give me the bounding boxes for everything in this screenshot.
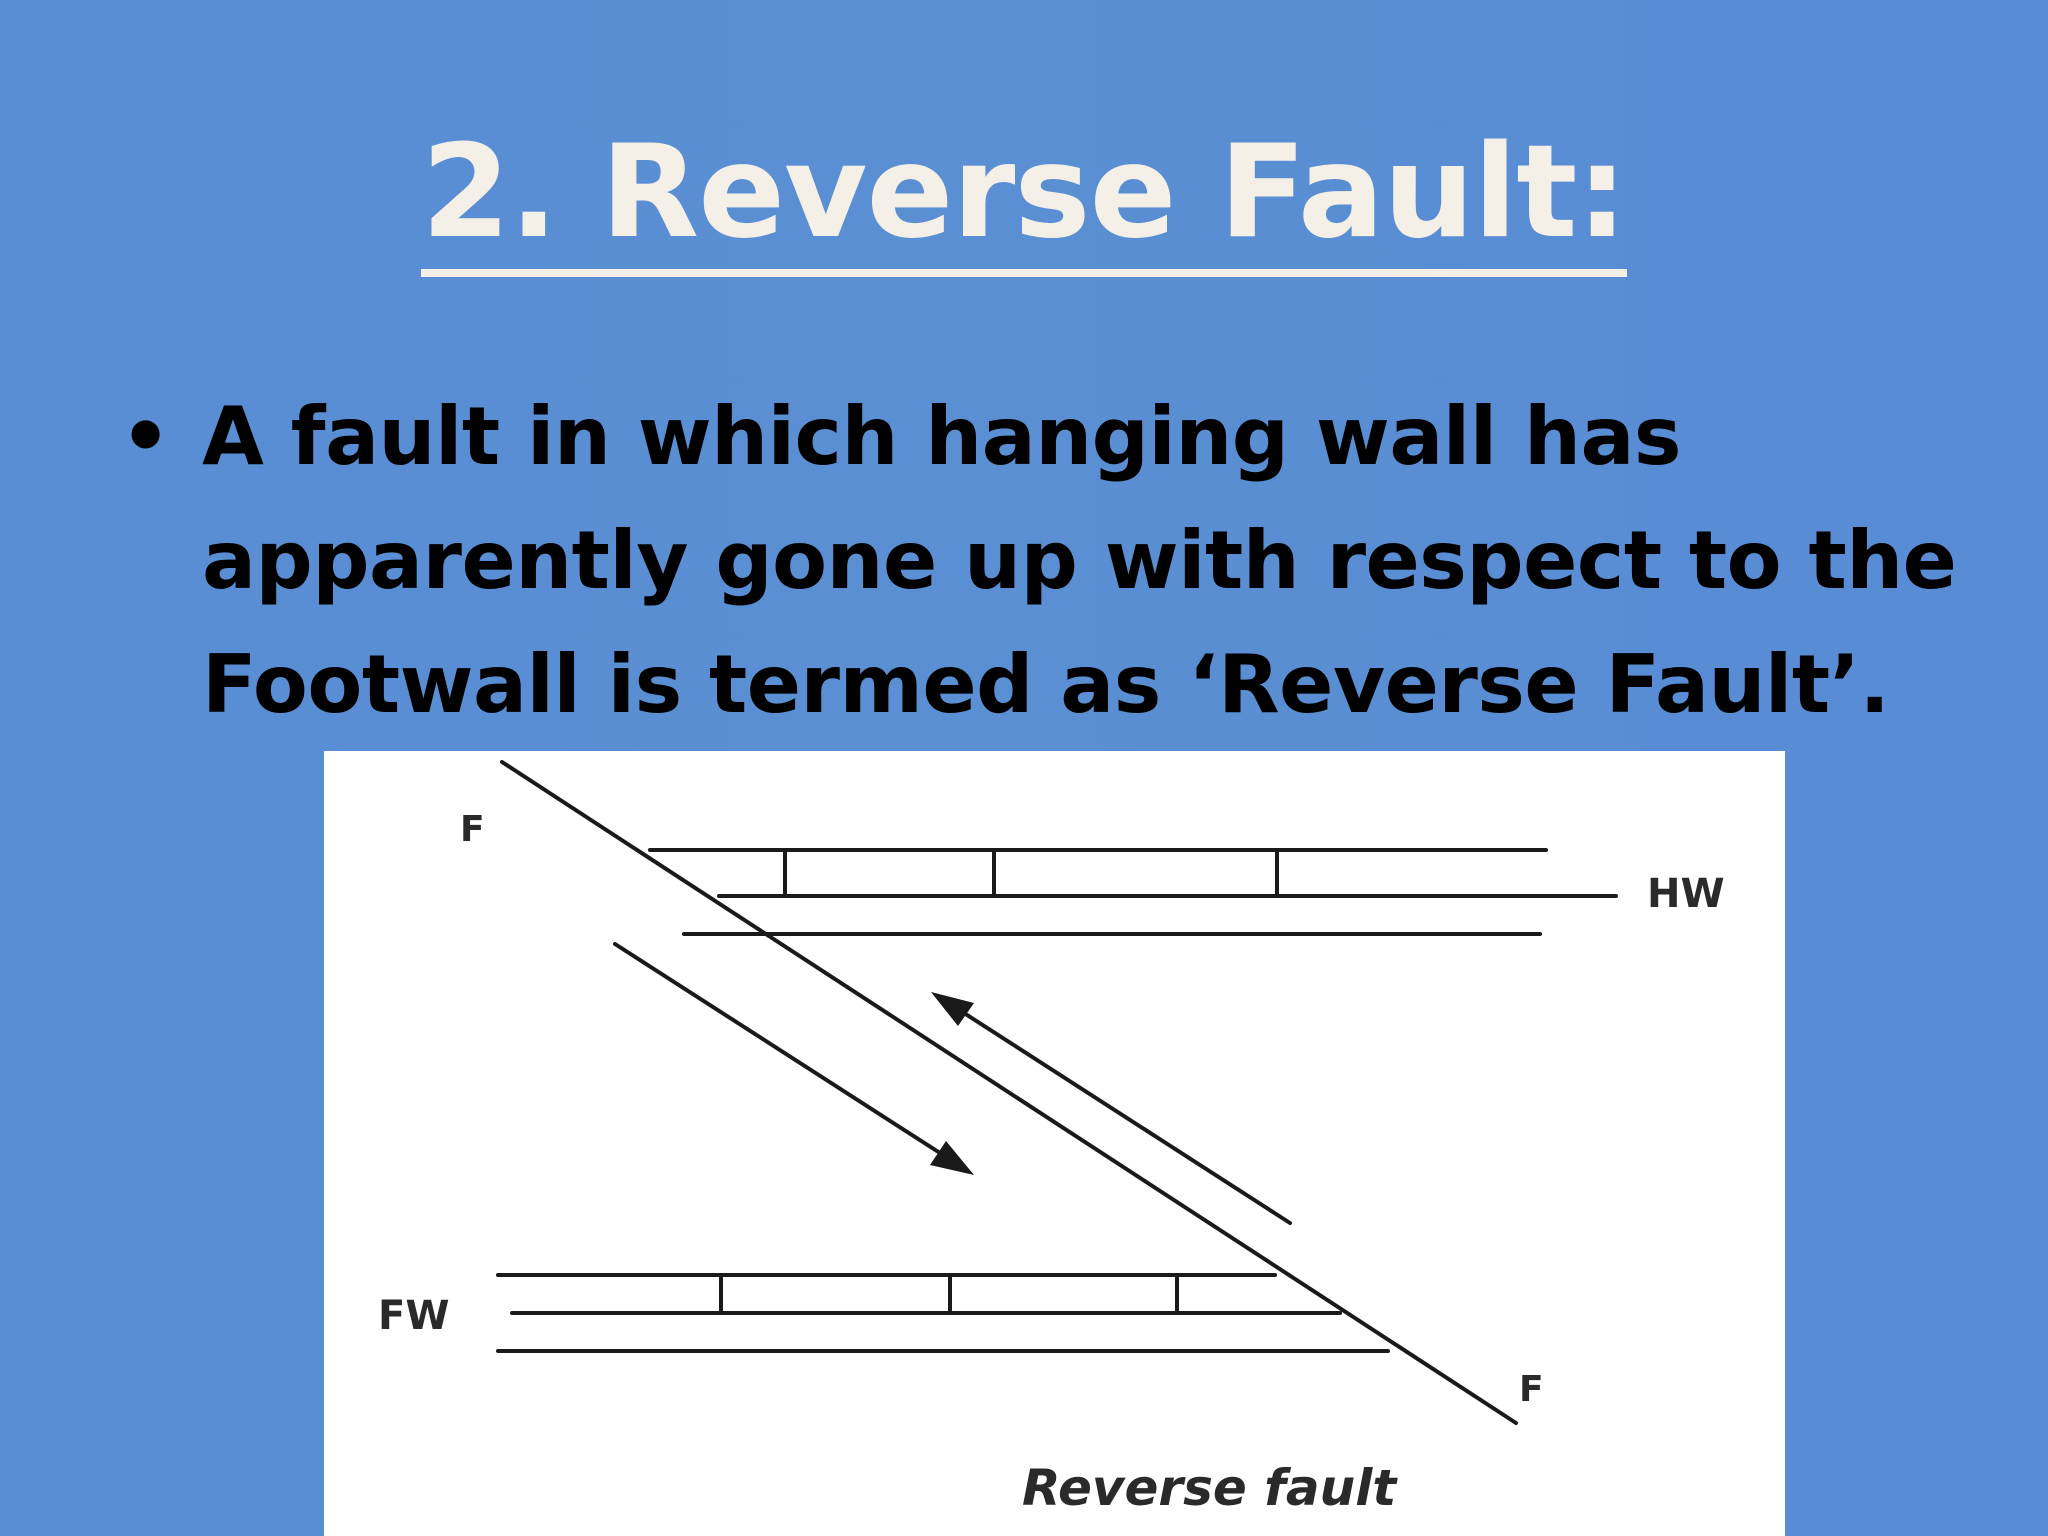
fault-label-bottom: F: [1519, 1369, 1544, 1410]
footwall-label: FW: [378, 1293, 449, 1339]
slide-title-text: 2. Reverse Fault:: [421, 118, 1628, 277]
arrow-down-shaft: [613, 942, 956, 1164]
arrow-up-head: [931, 992, 974, 1026]
arrow-up-shaft: [948, 1002, 1292, 1225]
bullet-list: • A fault in which hanging wall has appa…: [120, 375, 1960, 747]
bullet-marker: •: [120, 390, 171, 483]
hanging-wall-label: HW: [1647, 871, 1725, 917]
slide-title: 2. Reverse Fault:: [0, 118, 2048, 277]
fault-label-top: F: [460, 809, 485, 850]
reverse-fault-diagram: F HW FW F Reverse fault: [324, 751, 1785, 1536]
diagram-caption: Reverse fault: [1022, 1459, 1398, 1517]
bullet-item: • A fault in which hanging wall has appa…: [120, 375, 1960, 747]
arrow-down-head: [930, 1141, 974, 1175]
fault-plane: [500, 760, 1518, 1425]
diagram-canvas: F HW FW F Reverse fault: [378, 760, 1725, 1517]
bullet-text: A fault in which hanging wall has appare…: [202, 390, 1957, 731]
